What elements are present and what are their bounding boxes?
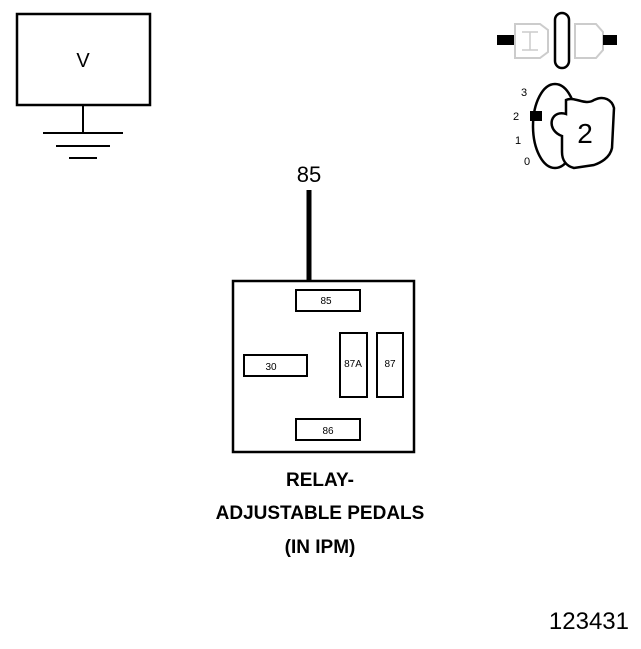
voltmeter: V bbox=[15, 12, 152, 159]
relay-pin-85-label: 85 bbox=[320, 296, 332, 307]
figure-id: 123431 bbox=[548, 608, 629, 635]
relay-caption-line1: RELAY- bbox=[286, 470, 354, 491]
relay-caption-line3: (IN IPM) bbox=[284, 537, 356, 558]
relay-pin-30: 30 bbox=[243, 354, 308, 377]
relay-pin-30-label: 30 bbox=[265, 362, 277, 373]
ignition-switch-icon: 3 2 1 0 2 bbox=[513, 82, 616, 170]
disconnected-connector-icon bbox=[497, 11, 617, 70]
voltmeter-label: V bbox=[76, 50, 90, 72]
relay-pin-87a-label: 87A bbox=[344, 359, 362, 370]
relay-pin-85: 85 bbox=[295, 289, 361, 312]
relay: 85 30 87A 87 86 bbox=[231, 279, 416, 454]
ignition-position-3: 3 bbox=[521, 87, 527, 99]
ignition-position-0: 0 bbox=[524, 156, 530, 168]
relay-caption-line2: ADJUSTABLE PEDALS bbox=[215, 503, 425, 524]
relay-pin-86-label: 86 bbox=[322, 426, 334, 437]
relay-pin-87a: 87A bbox=[339, 332, 368, 398]
ground-icon bbox=[43, 132, 123, 159]
ignition-pointer bbox=[530, 111, 542, 121]
relay-pin-86: 86 bbox=[295, 418, 361, 441]
probe-pin-label: 85 bbox=[297, 162, 321, 187]
probe-arrow: 85 bbox=[297, 162, 321, 300]
ignition-key bbox=[550, 96, 616, 170]
relay-pin-87: 87 bbox=[376, 332, 404, 398]
ignition-current-position: 2 bbox=[577, 118, 593, 149]
ignition-position-1: 1 bbox=[515, 135, 521, 147]
relay-pin-87-label: 87 bbox=[384, 359, 396, 370]
voltmeter-box bbox=[15, 12, 152, 107]
ignition-position-2: 2 bbox=[513, 111, 519, 123]
